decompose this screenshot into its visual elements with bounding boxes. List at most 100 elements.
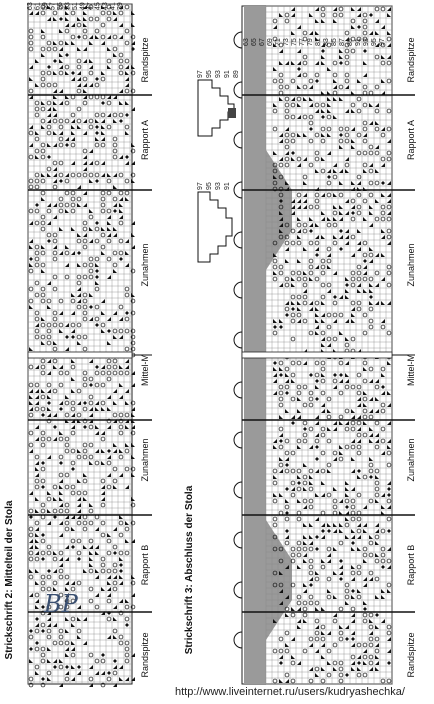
decrease-symbol <box>71 425 75 429</box>
footer-url[interactable]: http://www.liveinternet.ru/users/kudryas… <box>175 686 406 698</box>
decrease-symbol <box>387 391 391 395</box>
yarn-over-symbol <box>64 274 70 280</box>
decrease-symbol <box>101 491 105 495</box>
double-decrease-symbol <box>65 335 69 339</box>
decrease-symbol <box>375 553 379 557</box>
yarn-over-symbol <box>76 388 82 394</box>
yarn-over-symbol <box>100 232 106 238</box>
double-decrease-symbol <box>119 569 123 573</box>
decrease-symbol <box>333 529 337 533</box>
yarn-over-symbol <box>338 606 344 612</box>
decrease-symbol <box>107 341 111 345</box>
double-decrease-symbol <box>297 67 301 71</box>
decrease-symbol <box>381 505 385 509</box>
yarn-over-symbol <box>362 240 368 246</box>
decrease-symbol <box>71 23 75 27</box>
yarn-over-symbol <box>58 550 64 556</box>
decrease-symbol <box>375 541 379 545</box>
yarn-over-symbol <box>88 568 94 574</box>
yarn-over-symbol <box>88 652 94 658</box>
yarn-over-symbol <box>296 156 302 162</box>
decrease-symbol <box>29 569 33 573</box>
chart-3-section-label: Rapport A <box>406 120 416 160</box>
double-decrease-symbol <box>309 229 313 233</box>
decrease-symbol <box>345 199 349 203</box>
yarn-over-symbol <box>64 370 70 376</box>
yarn-over-symbol <box>28 40 34 46</box>
decrease-symbol <box>95 593 99 597</box>
decrease-symbol <box>273 391 277 395</box>
yarn-over-symbol <box>34 520 40 526</box>
yarn-over-symbol <box>272 186 278 192</box>
yarn-over-symbol <box>338 678 344 684</box>
yarn-over-symbol <box>362 546 368 552</box>
yarn-over-symbol <box>326 546 332 552</box>
yarn-over-symbol <box>40 226 46 232</box>
yarn-over-symbol <box>272 18 278 24</box>
yarn-over-symbol <box>112 142 118 148</box>
yarn-over-symbol <box>118 172 124 178</box>
decrease-symbol <box>53 179 57 183</box>
yarn-over-symbol <box>308 114 314 120</box>
yarn-over-symbol <box>308 240 314 246</box>
decrease-symbol <box>351 631 355 635</box>
decrease-symbol <box>351 25 355 29</box>
yarn-over-symbol <box>284 12 290 18</box>
yarn-over-symbol <box>94 304 100 310</box>
decrease-symbol <box>303 589 307 593</box>
decrease-symbol <box>327 265 331 269</box>
decrease-symbol <box>345 517 349 521</box>
yarn-over-symbol <box>362 252 368 258</box>
decrease-symbol <box>65 209 69 213</box>
yarn-over-symbol <box>356 306 362 312</box>
yarn-over-symbol <box>338 672 344 678</box>
decrease-symbol <box>273 439 277 443</box>
yarn-over-symbol <box>52 238 58 244</box>
decrease-symbol <box>89 65 93 69</box>
yarn-over-symbol <box>272 468 278 474</box>
yarn-over-symbol <box>344 384 350 390</box>
yarn-over-symbol <box>58 382 64 388</box>
yarn-over-symbol <box>28 88 34 94</box>
decrease-symbol <box>273 379 277 383</box>
yarn-over-symbol <box>284 108 290 114</box>
yarn-over-symbol <box>338 192 344 198</box>
yarn-over-symbol <box>314 156 320 162</box>
yarn-over-symbol <box>40 394 46 400</box>
yarn-over-symbol <box>278 162 284 168</box>
yarn-over-symbol <box>34 592 40 598</box>
decrease-symbol <box>107 173 111 177</box>
yarn-over-symbol <box>124 316 130 322</box>
decrease-symbol <box>345 319 349 323</box>
decrease-symbol <box>333 613 337 617</box>
yarn-over-symbol <box>112 34 118 40</box>
yarn-over-symbol <box>380 366 386 372</box>
decrease-symbol <box>345 535 349 539</box>
yarn-over-symbol <box>64 598 70 604</box>
decrease-symbol <box>279 415 283 419</box>
yarn-over-symbol <box>118 70 124 76</box>
decrease-symbol <box>83 155 87 159</box>
yarn-over-symbol <box>296 360 302 366</box>
decrease-symbol <box>29 263 33 267</box>
double-decrease-symbol <box>285 511 289 515</box>
decrease-symbol <box>77 401 81 405</box>
decrease-symbol <box>327 289 331 293</box>
yarn-over-symbol <box>46 544 52 550</box>
yarn-over-symbol <box>82 292 88 298</box>
yarn-over-symbol <box>100 502 106 508</box>
decrease-symbol <box>327 97 331 101</box>
double-decrease-symbol <box>35 641 39 645</box>
yarn-over-symbol <box>326 396 332 402</box>
yarn-over-symbol <box>28 46 34 52</box>
decrease-symbol <box>303 523 307 527</box>
yarn-over-symbol <box>70 112 76 118</box>
decrease-symbol <box>95 431 99 435</box>
yarn-over-symbol <box>296 540 302 546</box>
decrease-symbol <box>29 545 33 549</box>
yarn-over-symbol <box>308 258 314 264</box>
decrease-symbol <box>315 649 319 653</box>
yarn-over-symbol <box>124 604 130 610</box>
decrease-symbol <box>357 283 361 287</box>
yarn-over-symbol <box>278 396 284 402</box>
